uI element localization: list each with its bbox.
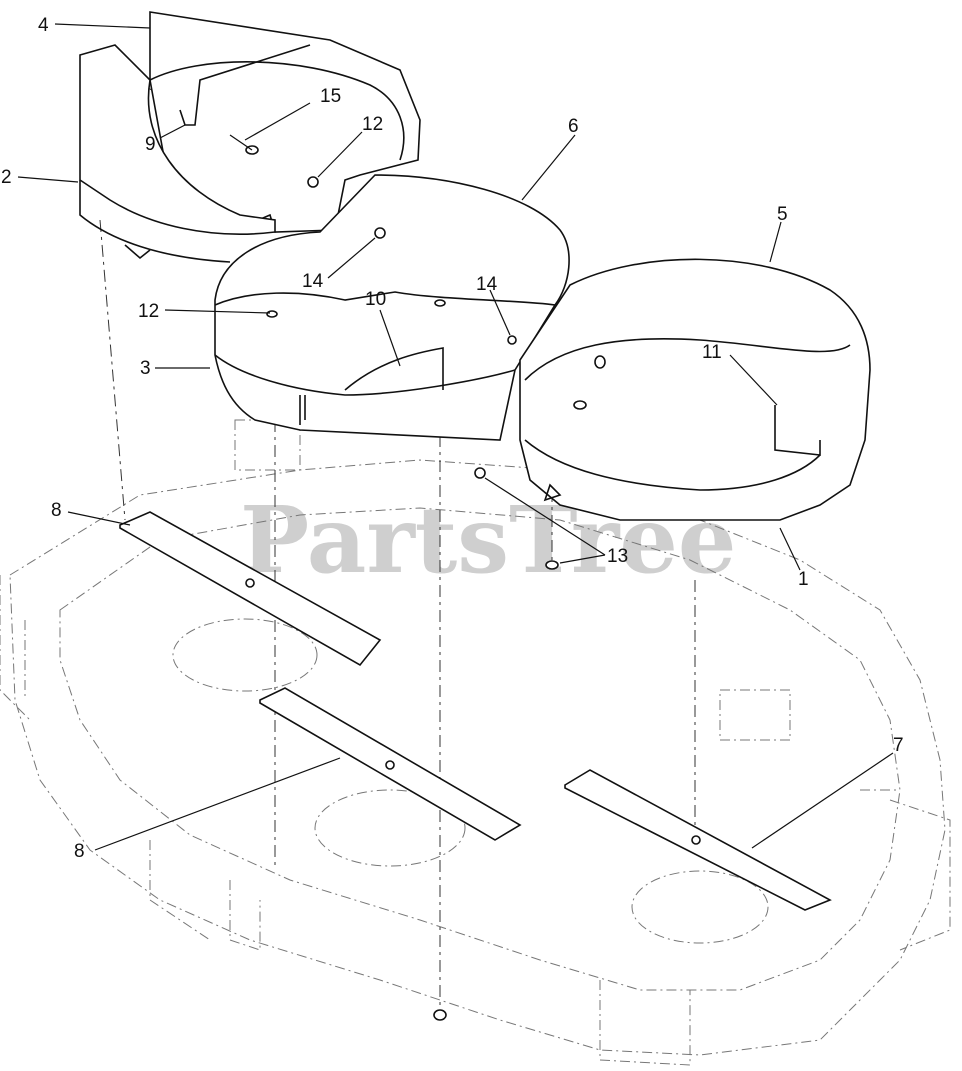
callout-10: 10 bbox=[365, 289, 386, 310]
hardware bbox=[229, 134, 606, 1021]
callout-8-top: 8 bbox=[51, 500, 62, 521]
callout-11: 11 bbox=[702, 342, 722, 363]
bolt-right-2 bbox=[573, 400, 587, 410]
callout-15: 15 bbox=[320, 86, 341, 107]
callout-3: 3 bbox=[140, 358, 151, 379]
baffle-middle bbox=[214, 174, 570, 441]
callout-4: 4 bbox=[38, 15, 49, 36]
callout-12-top: 12 bbox=[362, 114, 383, 135]
callout-7: 7 bbox=[893, 735, 904, 756]
callout-1: 1 bbox=[798, 569, 809, 590]
baffle-right bbox=[519, 258, 871, 521]
callout-14-left: 14 bbox=[302, 271, 324, 292]
callout-2: 2 bbox=[1, 167, 12, 188]
nut-14 bbox=[507, 335, 517, 345]
callout-12-left: 12 bbox=[138, 301, 159, 322]
callout-8-bottom: 8 bbox=[74, 841, 85, 862]
callout-6: 6 bbox=[568, 116, 579, 137]
bolt-12 bbox=[266, 310, 278, 318]
callout-14-right: 14 bbox=[476, 274, 498, 295]
nut-13b bbox=[545, 560, 559, 570]
washer-14 bbox=[374, 227, 386, 239]
bolt-right bbox=[594, 355, 606, 369]
bolt bbox=[434, 299, 446, 307]
callout-labels: 4 15 9 12 2 6 5 14 12 10 14 11 3 8 13 1 … bbox=[1, 15, 904, 862]
callout-5: 5 bbox=[777, 204, 788, 225]
blades bbox=[119, 511, 832, 911]
nut-12 bbox=[307, 176, 319, 188]
leader-lines bbox=[17, 23, 894, 851]
nut-13a bbox=[474, 467, 486, 479]
baffle-2 bbox=[79, 44, 276, 263]
callout-13: 13 bbox=[607, 546, 628, 567]
blade-8-top bbox=[119, 511, 382, 667]
callout-9: 9 bbox=[145, 134, 156, 155]
nut-bottom bbox=[433, 1009, 447, 1021]
